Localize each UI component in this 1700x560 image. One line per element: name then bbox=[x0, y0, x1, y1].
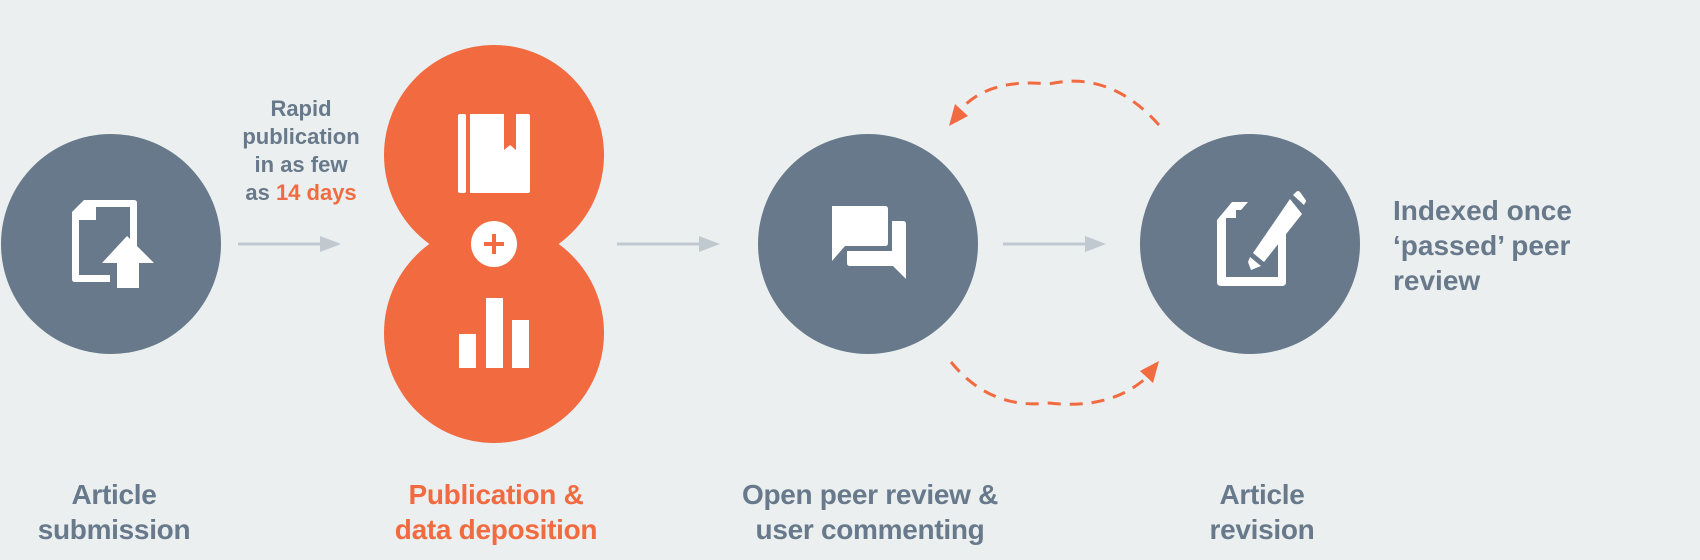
rapid-note-prefix: as bbox=[245, 180, 270, 205]
flow-arrow-3 bbox=[1003, 236, 1106, 252]
publication-node bbox=[384, 45, 604, 443]
plus-circle-icon bbox=[471, 221, 517, 267]
step-label-publication: Publication & data deposition bbox=[364, 477, 628, 547]
feedback-loop-bottom bbox=[949, 361, 1159, 406]
label-line: data deposition bbox=[394, 514, 598, 545]
revision-node bbox=[1140, 134, 1360, 354]
label-line: submission bbox=[37, 514, 191, 545]
rapid-publication-note: Rapid publication in as few as 14 days bbox=[225, 95, 377, 207]
edit-document-icon bbox=[1217, 191, 1306, 286]
peer-review-node bbox=[758, 134, 978, 354]
rapid-note-highlight: 14 days bbox=[275, 180, 357, 205]
label-line: Publication & bbox=[408, 479, 584, 510]
book-icon bbox=[458, 114, 530, 193]
submission-node bbox=[1, 134, 221, 354]
step-label-revision: Article revision bbox=[1140, 477, 1384, 547]
flow-arrow-1 bbox=[238, 236, 341, 252]
label-line: Open peer review & bbox=[741, 479, 999, 510]
upload-file-icon bbox=[72, 200, 154, 288]
revision-circle bbox=[1140, 134, 1360, 354]
indexed-note: Indexed once ‘passed’ peer review bbox=[1393, 193, 1572, 298]
rapid-note-line: in as few bbox=[254, 152, 348, 177]
indexed-note-line: Indexed once bbox=[1393, 195, 1572, 226]
indexed-note-line: review bbox=[1393, 265, 1481, 296]
submission-circle bbox=[1, 134, 221, 354]
rapid-note-line: publication bbox=[242, 124, 360, 149]
chat-bubbles-icon bbox=[832, 206, 906, 279]
rapid-note-line: Rapid bbox=[270, 96, 332, 121]
label-line: revision bbox=[1209, 514, 1315, 545]
bar-chart-icon bbox=[459, 298, 529, 368]
label-line: user commenting bbox=[755, 514, 985, 545]
indexed-note-line: ‘passed’ peer bbox=[1393, 230, 1571, 261]
flow-arrow-2 bbox=[617, 236, 720, 252]
step-label-peer-review: Open peer review & user commenting bbox=[718, 477, 1022, 547]
step-label-submission: Article submission bbox=[0, 477, 228, 547]
label-line: Article bbox=[71, 479, 157, 510]
label-line: Article bbox=[1219, 479, 1305, 510]
rapid-note-line: as 14 days bbox=[225, 179, 377, 207]
feedback-loop-top bbox=[949, 79, 1161, 126]
